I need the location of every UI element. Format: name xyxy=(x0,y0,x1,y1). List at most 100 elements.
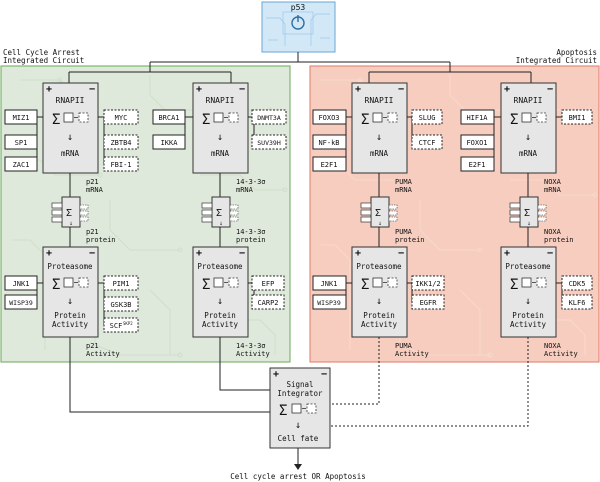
tf-label: E2F1 xyxy=(469,161,486,169)
chip-minus-sign: − xyxy=(321,369,327,380)
chip-minus-sign: − xyxy=(547,248,553,259)
sigma-icon: Σ xyxy=(52,277,60,293)
chip-activity-label: Protein xyxy=(512,311,544,320)
tf-label: E2F1 xyxy=(321,161,338,169)
chip-plus-sign: + xyxy=(355,84,361,95)
p21-transcription-chip: + − RNAPII Σ ↓ mRNA xyxy=(42,82,99,174)
chip-proteasome-label: Proteasome xyxy=(356,262,402,271)
noxa-tf-box xyxy=(460,134,495,150)
chip-activity-label: Activity xyxy=(361,320,398,329)
14-3-3-repressor-box xyxy=(251,134,287,150)
puma-tf-box xyxy=(312,156,347,172)
down-arrow-icon: ↓ xyxy=(525,132,531,143)
down-arrow-icon: ↓ xyxy=(295,420,301,431)
noxa-tf-box xyxy=(460,109,495,125)
p21-degradation-box xyxy=(4,294,38,310)
chip-minus-sign: − xyxy=(398,248,404,259)
sigma-icon: Σ xyxy=(524,208,530,219)
chip-rnapii-label: RNAPII xyxy=(56,96,85,105)
puma-translation-chip: Σ ↓ xyxy=(360,196,398,228)
down-arrow-icon: ↓ xyxy=(525,296,531,307)
down-arrow-icon: ↓ xyxy=(219,220,223,227)
noxa-transcription-chip: + − RNAPII Σ ↓ mRNA xyxy=(500,82,557,174)
noxa-protein-label: protein xyxy=(544,236,574,244)
puma-transcription-chip: + − RNAPII Σ ↓ mRNA xyxy=(351,82,408,174)
p21-tf-box xyxy=(4,156,38,172)
stabilizer-label: EGFR xyxy=(420,299,438,307)
noxa-stabilizer-box xyxy=(561,294,593,310)
noxa-protein-label: NOXA xyxy=(544,228,562,236)
14-3-3-tf-box xyxy=(152,109,186,125)
14-3-3-transcription-chip: + − RNAPII Σ ↓ mRNA xyxy=(192,82,249,174)
14-3-3-mrna-label: 14-3-3σ xyxy=(236,178,266,186)
tf-label: ZAC1 xyxy=(13,161,30,169)
p21-degradation-box xyxy=(4,275,38,291)
noxa-mrna-label: mRNA xyxy=(544,186,562,194)
right-panel-title-line1: Apoptosis xyxy=(556,48,597,57)
puma-proteasome-chip: + − Proteasome Σ ↓ Protein Activity xyxy=(351,246,408,338)
integrator-connectors xyxy=(69,337,529,466)
down-arrow-icon: ↓ xyxy=(376,132,382,143)
chip-rnapii-label: RNAPII xyxy=(206,96,235,105)
sigma-icon: Σ xyxy=(361,277,369,293)
tf-label: BRCA1 xyxy=(158,114,179,122)
p21-stabilizer-box xyxy=(103,317,139,333)
stabilizer-label: EFP xyxy=(262,280,275,288)
14-3-3-activity-label: Activity xyxy=(236,350,270,358)
p21-protein-label: protein xyxy=(86,236,116,244)
repressor-label: DNMT3A xyxy=(257,114,281,122)
tf-label: FOXO3 xyxy=(318,114,339,122)
tf-label: SP1 xyxy=(15,139,28,147)
chip-minus-sign: − xyxy=(89,248,95,259)
p21-mrna-label: p21 xyxy=(86,178,99,186)
puma-stabilizer-box xyxy=(411,275,445,291)
14-3-3-tf-box xyxy=(152,134,186,150)
down-arrow-icon: ↓ xyxy=(69,220,73,227)
p21-stabilizer-box xyxy=(103,296,139,312)
p53-label: p53 xyxy=(291,3,306,12)
sigma-icon: Σ xyxy=(375,208,381,219)
stabilizer-label: CARP2 xyxy=(257,299,278,307)
p21-activity-label: p21 xyxy=(86,342,99,350)
integrator-title: Signal xyxy=(286,380,313,389)
chip-mrna-label: mRNA xyxy=(519,149,538,158)
tf-label: FOXO1 xyxy=(466,139,487,147)
left-panel-title-line1: Cell Cycle Arrest xyxy=(3,48,80,57)
p21-mrna-label: mRNA xyxy=(86,186,104,194)
chip-minus-sign: − xyxy=(89,84,95,95)
p21-repressor-box xyxy=(103,134,139,150)
sigma-icon: Σ xyxy=(202,112,210,128)
repressor-label: CTCF xyxy=(419,139,436,147)
chip-plus-sign: + xyxy=(46,84,52,95)
down-arrow-icon: ↓ xyxy=(376,296,382,307)
14-3-3-mrna-label: mRNA xyxy=(236,186,254,194)
14-3-3-proteasome-chip: + − Proteasome Σ ↓ Protein Activity xyxy=(192,246,249,338)
puma-protein-label: protein xyxy=(395,236,425,244)
signal-integrator-chip: + − Signal Integrator Σ ↓ Cell fate xyxy=(269,367,331,449)
p21-stabilizer-box xyxy=(103,275,139,291)
noxa-activity-label: NOXA xyxy=(544,342,562,350)
p21-activity-label: Activity xyxy=(86,350,120,358)
noxa-repressor-box xyxy=(561,109,593,125)
chip-plus-sign: + xyxy=(196,84,202,95)
chip-activity-label: Protein xyxy=(204,311,236,320)
tf-label: NF-kB xyxy=(318,139,339,147)
puma-activity-label: PUMA xyxy=(395,342,413,350)
noxa-proteasome-chip: + − Proteasome Σ ↓ Protein Activity xyxy=(500,246,557,338)
14-3-3-stabilizer-box xyxy=(251,294,285,310)
left-panel-title-line2: Integrated Circuit xyxy=(3,56,84,65)
stabilizer-label: KLF6 xyxy=(569,299,586,307)
puma-protein-label: PUMA xyxy=(395,228,413,236)
noxa-tf-box xyxy=(460,156,495,172)
stabilizer-superscript: SKP2 xyxy=(123,321,133,326)
puma-repressor-box xyxy=(411,134,443,150)
chip-proteasome-label: Proteasome xyxy=(47,262,93,271)
chip-plus-sign: + xyxy=(504,84,510,95)
tf-label: HIF1A xyxy=(466,114,488,122)
puma-stabilizer-box xyxy=(411,294,445,310)
14-3-3-repressor-box xyxy=(251,109,287,125)
cell-fate-label: Cell fate xyxy=(278,434,319,443)
p21-proteasome-chip: + − Proteasome Σ ↓ Protein Activity xyxy=(42,246,99,338)
chip-mrna-label: mRNA xyxy=(370,149,389,158)
